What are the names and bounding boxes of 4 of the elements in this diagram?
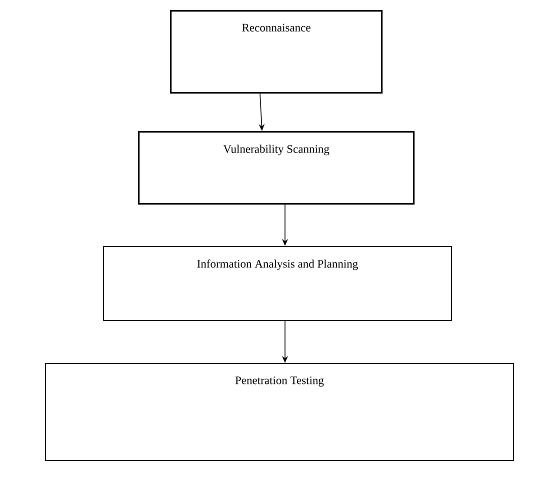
process-box: Reconnaisance <box>170 10 383 94</box>
process-box: Information Analysis and Planning <box>103 246 452 321</box>
process-box: Vulnerability Scanning <box>138 131 415 205</box>
process-box: Penetration Testing <box>45 363 514 461</box>
